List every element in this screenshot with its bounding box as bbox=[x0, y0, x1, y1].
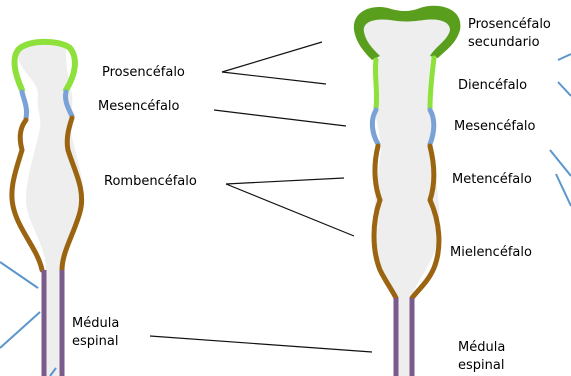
label-left-mesencefalo: Mesencéfalo bbox=[98, 99, 179, 115]
label-right-diencefalo: Diencéfalo bbox=[458, 78, 527, 94]
label-right-medula-line2: espinal bbox=[458, 358, 504, 374]
five-vesicle-stage bbox=[354, 6, 571, 376]
left-blue-leader-1 bbox=[0, 262, 38, 288]
right-blue-leader-3 bbox=[550, 150, 571, 176]
right-diencephalon-left bbox=[375, 60, 376, 108]
label-right-prosencefalo-line2: secundario bbox=[468, 35, 540, 51]
label-right-medula-line1: Médula bbox=[458, 340, 505, 356]
right-blue-leader-4 bbox=[556, 174, 571, 206]
leader-prosencefalo-upper bbox=[222, 42, 322, 72]
label-left-prosencefalo: Prosencéfalo bbox=[102, 65, 185, 81]
right-blue-leader-1 bbox=[558, 54, 571, 60]
left-blue-leader-2 bbox=[0, 312, 40, 348]
label-left-medula-line1: Médula bbox=[72, 316, 119, 332]
leader-lines bbox=[150, 42, 372, 352]
label-right-mesencefalo: Mesencéfalo bbox=[454, 119, 535, 135]
left-spinal-lumen bbox=[46, 268, 60, 376]
label-left-medula-line2: espinal bbox=[72, 334, 118, 350]
right-diencephalon-right bbox=[430, 58, 434, 108]
leader-mesencefalo bbox=[214, 110, 346, 126]
leader-medula bbox=[150, 336, 372, 352]
leader-rombencefalo-lower bbox=[226, 184, 354, 236]
leader-prosencefalo-lower bbox=[222, 72, 326, 84]
left-mesencephalon-left bbox=[22, 92, 27, 118]
label-right-mielencefalo: Mielencéfalo bbox=[450, 245, 532, 261]
label-right-metencefalo: Metencéfalo bbox=[452, 172, 532, 188]
right-blue-leader-2 bbox=[558, 82, 571, 96]
leader-rombencefalo-upper bbox=[226, 178, 344, 184]
label-left-rombencefalo: Rombencéfalo bbox=[104, 174, 197, 190]
label-right-prosencefalo-line1: Prosencéfalo bbox=[468, 17, 551, 33]
